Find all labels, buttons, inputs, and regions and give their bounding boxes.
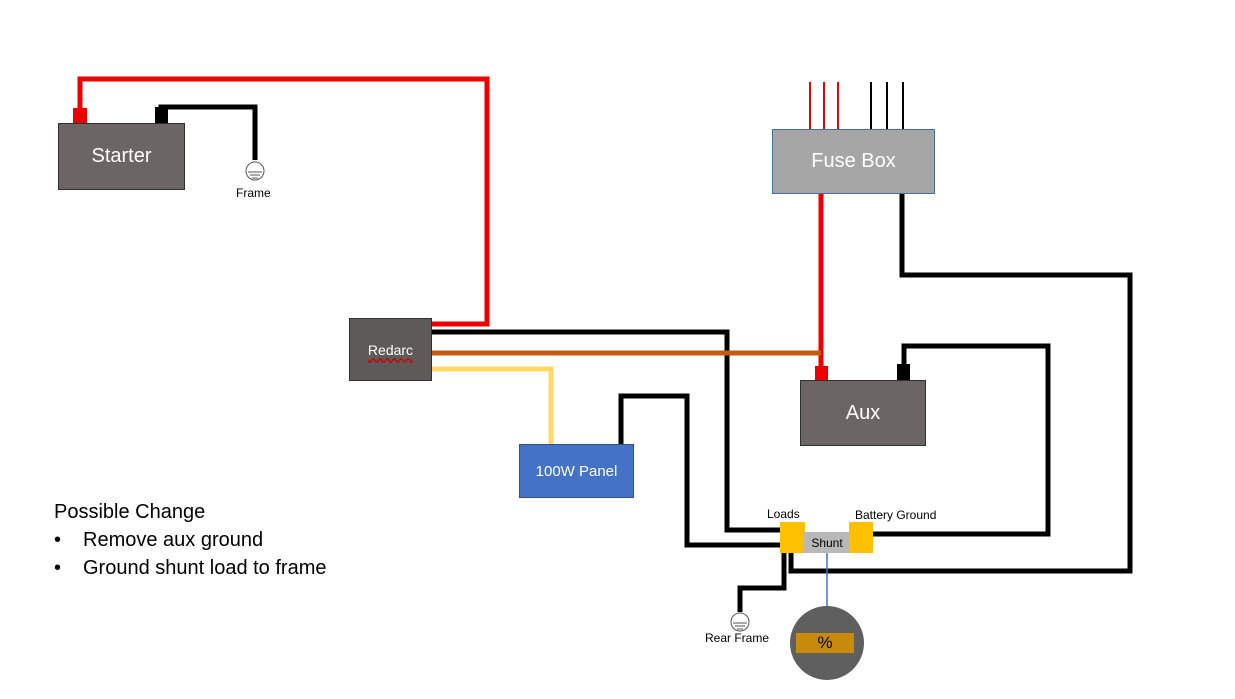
starter-positive-wire xyxy=(77,76,490,327)
note-item: •Ground shunt load to frame xyxy=(54,557,327,579)
starter-negative-terminal xyxy=(155,107,168,123)
starter-battery: Starter xyxy=(58,123,185,190)
redarc-label: Redarc xyxy=(367,341,414,358)
fuse-box-positive-outputs xyxy=(809,82,839,130)
redarc-charger: Redarc xyxy=(349,318,432,381)
frame-label: Frame xyxy=(236,186,271,200)
note-title: Possible Change xyxy=(54,501,206,523)
shunt-rear-frame-wire xyxy=(737,552,787,612)
possible-change-note: Possible Change •Remove aux ground •Grou… xyxy=(54,498,326,582)
shunt-loads-terminal xyxy=(780,522,805,553)
note-item-text: Ground shunt load to frame xyxy=(83,557,327,579)
starter-label: Starter xyxy=(91,145,152,167)
aux-ground-wire xyxy=(871,343,1051,537)
loads-label: Loads xyxy=(767,507,800,521)
panel-negative-wire xyxy=(618,393,783,548)
shunt-battery-terminal xyxy=(849,522,873,553)
redarc-solar-wire xyxy=(432,366,554,444)
fuse-box-label: Fuse Box xyxy=(811,150,896,172)
note-item-text: Remove aux ground xyxy=(83,529,264,551)
aux-negative-terminal xyxy=(897,364,910,380)
rear-frame-label: Rear Frame xyxy=(705,631,770,645)
fusebox-negative-wire xyxy=(788,194,1133,574)
shunt-label: Shunt xyxy=(811,535,843,550)
frame-ground-symbol xyxy=(245,161,265,181)
aux-battery: Aux xyxy=(800,380,926,446)
solar-panel: 100W Panel xyxy=(519,444,634,498)
aux-label: Aux xyxy=(845,401,881,424)
shunt: Shunt xyxy=(804,532,850,553)
panel-label: 100W Panel xyxy=(535,462,618,480)
rear-frame-ground-symbol xyxy=(730,612,750,632)
starter-positive-terminal xyxy=(73,108,87,123)
fuse-box: Fuse Box xyxy=(772,129,935,194)
gauge-percent-symbol: % xyxy=(817,633,833,652)
note-item: •Remove aux ground xyxy=(54,529,264,551)
redarc-negative-wire xyxy=(432,329,783,533)
aux-positive-terminal xyxy=(815,366,828,381)
fuse-box-negative-outputs xyxy=(870,82,904,130)
battery-ground-label: Battery Ground xyxy=(855,508,937,522)
gauge-display: % xyxy=(796,633,854,653)
